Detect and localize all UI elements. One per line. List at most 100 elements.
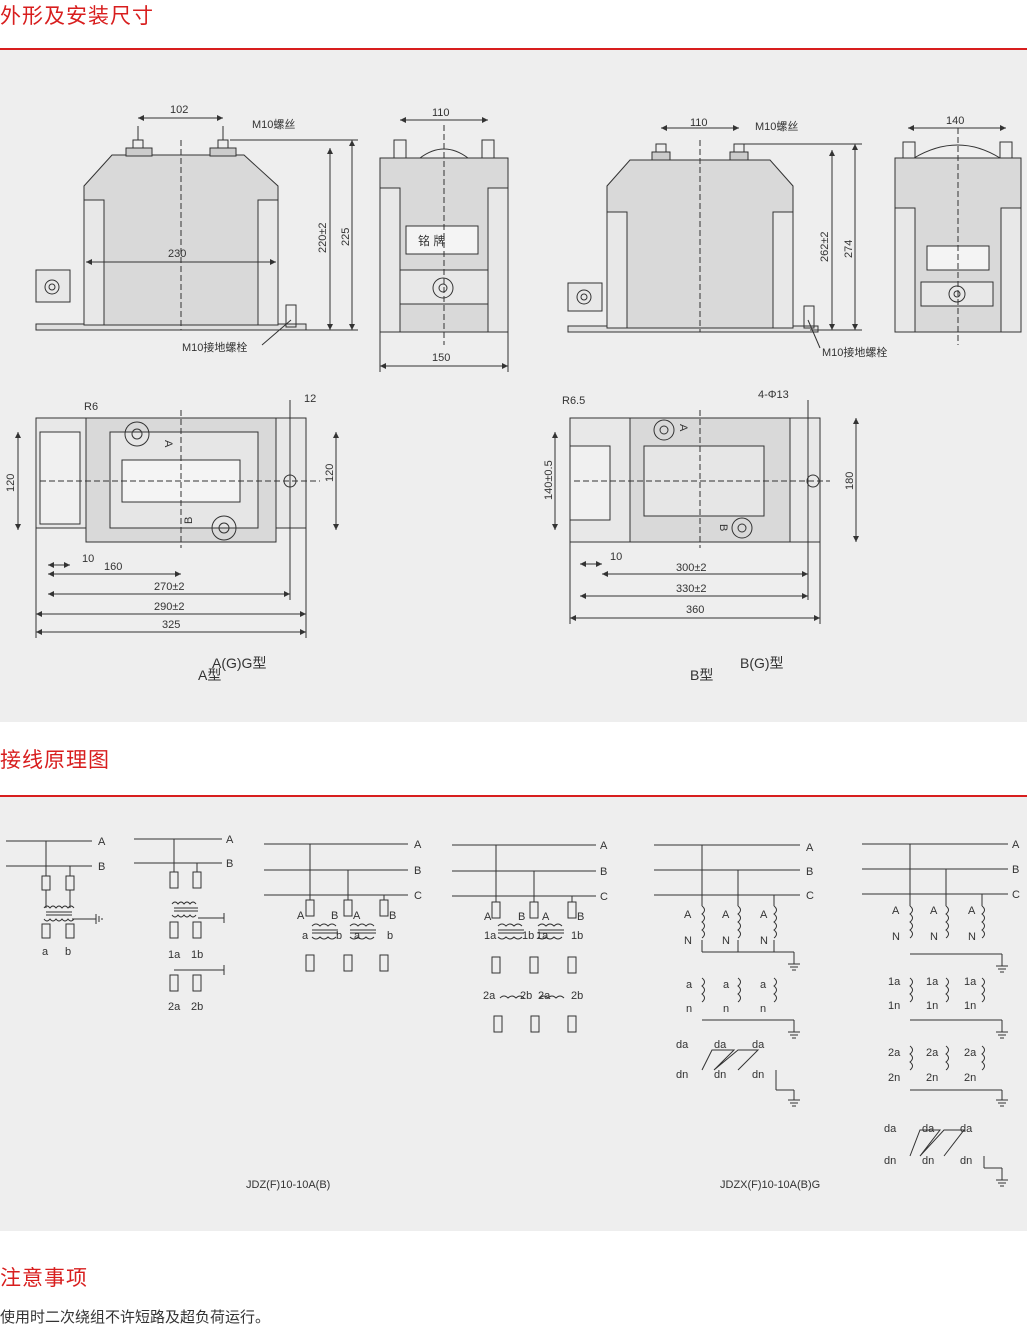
d4-s-2b: 2b: [520, 990, 532, 1002]
plan-b-label-b: B: [717, 524, 729, 531]
wiring-diagram-1: [6, 840, 103, 939]
dim-a-120-left: 120: [5, 474, 17, 492]
dim-a-225: 225: [340, 228, 352, 246]
plan-a-label-a: A: [162, 440, 174, 448]
d1-phase-b: B: [98, 861, 105, 873]
d4-s-1a: 1a: [484, 930, 497, 942]
dim-b-262: 262±2: [819, 231, 831, 262]
d6-3-dn: dn: [960, 1155, 972, 1167]
dim-a-102: 102: [170, 104, 188, 116]
d6-2-2a: 2a: [926, 1047, 939, 1059]
d5-3-sn: n: [760, 1003, 766, 1015]
d5-1-sn: n: [686, 1003, 692, 1015]
dimensions-panel: 102 M10螺丝 230 220±2 225 M10接地螺栓 110 铭 牌 …: [0, 50, 1027, 722]
d4-p2-b: B: [577, 911, 584, 923]
d5-1-dn: dn: [676, 1069, 688, 1081]
dim-a-side-150: 150: [432, 352, 450, 364]
d6-phase-a: A: [1012, 839, 1020, 851]
d6-2-a: A: [930, 905, 938, 917]
d5-3-n: N: [760, 935, 768, 947]
d6-3-2n: 2n: [964, 1072, 976, 1084]
d3-p2-b: B: [389, 910, 396, 922]
d5-2-dn: dn: [714, 1069, 726, 1081]
label-nameplate: 铭 牌: [418, 233, 445, 248]
d5-3-dn: dn: [752, 1069, 764, 1081]
wiring-diagram-3: [264, 843, 408, 972]
d3-s1-b: b: [336, 930, 342, 942]
d5-3-sa: a: [760, 979, 767, 991]
caption-a-sub: A型: [198, 667, 221, 683]
d4-s2-2b: 2b: [571, 990, 583, 1002]
type-b-front-view: [567, 125, 862, 349]
wiring-diagram-2: [134, 838, 225, 992]
section-title-notes: 注意事项: [0, 1266, 88, 1290]
d4-s-2a: 2a: [483, 990, 496, 1002]
d5-1-a: A: [684, 909, 692, 921]
plan-a-label-b: B: [183, 517, 195, 524]
d5-2-a: A: [722, 909, 730, 921]
d4-p1-b: B: [518, 911, 525, 923]
dim-a-160: 160: [104, 561, 122, 573]
dim-a-270: 270±2: [154, 581, 185, 593]
d6-3-da: da: [960, 1123, 973, 1135]
d3-phase-b: B: [414, 865, 421, 877]
dim-a-220: 220±2: [317, 222, 329, 253]
label-b-ground: M10接地螺栓: [822, 345, 887, 359]
dim-b-side-140: 140: [946, 115, 964, 127]
d3-phase-c: C: [414, 890, 422, 902]
caption-b-sub: B型: [690, 667, 713, 683]
d3-s2-a: a: [354, 930, 361, 942]
d6-3-n: N: [968, 931, 976, 943]
d4-phase-a: A: [600, 840, 608, 852]
dim-a-10: 10: [82, 553, 94, 565]
d6-phase-b: B: [1012, 864, 1019, 876]
dim-a-290: 290±2: [154, 601, 185, 613]
d6-2-dn: dn: [922, 1155, 934, 1167]
label-a-ground: M10接地螺栓: [182, 340, 247, 354]
d4-s2-2a: 2a: [538, 990, 551, 1002]
dim-b-300: 300±2: [676, 562, 707, 574]
d1-phase-a: A: [98, 836, 106, 848]
section-title-wiring: 接线原理图: [0, 748, 110, 772]
d4-p1-a: A: [484, 911, 492, 923]
label-a-r6: R6: [84, 401, 98, 413]
dim-b-110: 110: [690, 117, 708, 129]
d2-sec-2b: 2b: [191, 1001, 203, 1013]
d5-2-sa: a: [723, 979, 730, 991]
d6-1-2a: 2a: [888, 1047, 901, 1059]
d6-2-1a: 1a: [926, 976, 939, 988]
d5-1-sa: a: [686, 979, 693, 991]
d6-2-da: da: [922, 1123, 935, 1135]
dim-b-360: 360: [686, 604, 704, 616]
label-a-bolt: M10螺丝: [252, 118, 295, 131]
d6-1-da: da: [884, 1123, 897, 1135]
section-divider: [0, 48, 1027, 50]
d4-s2-1a: 1a: [536, 930, 549, 942]
dim-b-330: 330±2: [676, 583, 707, 595]
d1-sec-b: b: [65, 946, 71, 958]
wiring-diagram-6: [862, 843, 1008, 1187]
d6-3-1n: 1n: [964, 1000, 976, 1012]
d3-p2-a: A: [353, 910, 361, 922]
type-b-plan-view: [552, 400, 859, 624]
dim-a-120-right: 120: [324, 464, 336, 482]
d6-1-1n: 1n: [888, 1000, 900, 1012]
d6-1-dn: dn: [884, 1155, 896, 1167]
d5-2-da: da: [714, 1039, 727, 1051]
d2-phase-a: A: [226, 834, 234, 846]
d4-s-1b: 1b: [522, 930, 534, 942]
d3-p1-b: B: [331, 910, 338, 922]
d2-sec-1a: 1a: [168, 949, 181, 961]
d5-3-da: da: [752, 1039, 765, 1051]
d3-p1-a: A: [297, 910, 305, 922]
d2-phase-b: B: [226, 858, 233, 870]
dim-a-12: 12: [304, 393, 316, 405]
caption-b-main: B(G)型: [740, 655, 784, 671]
d5-phase-b: B: [806, 866, 813, 878]
d6-3-a: A: [968, 905, 976, 917]
d2-sec-2a: 2a: [168, 1001, 181, 1013]
type-b-side-view: [894, 125, 1022, 345]
wiring-diagram-5: [654, 844, 800, 1107]
label-b-bolt: M10螺丝: [755, 120, 798, 133]
label-b-r65: R6.5: [562, 395, 585, 407]
